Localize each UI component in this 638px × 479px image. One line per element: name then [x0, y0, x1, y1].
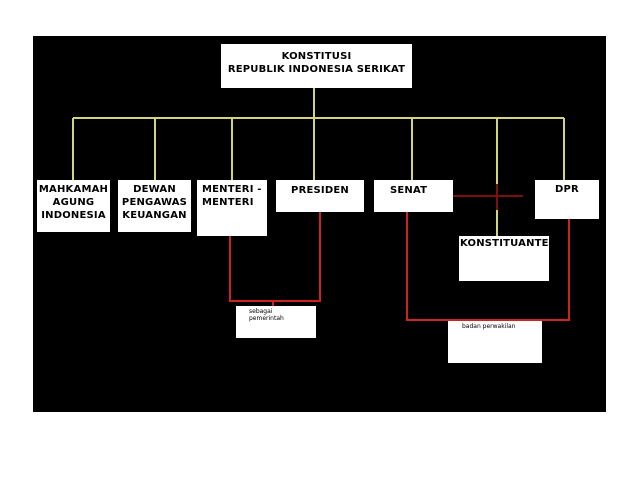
- presiden-label: PRESIDEN: [291, 185, 349, 196]
- konstituante-box: KONSTITUANTE: [459, 236, 549, 281]
- mahkamah-line-3: INDONESIA: [41, 210, 106, 221]
- dewan-pengawas-box: DEWAN PENGAWAS KEUANGAN: [118, 180, 191, 232]
- senat-box: SENAT: [374, 180, 453, 212]
- menteri-line-1: MENTERI -: [202, 184, 262, 195]
- dewan-line-2: PENGAWAS: [121, 197, 188, 208]
- perwakilan-note: badan perwakilan: [448, 321, 542, 363]
- konstitusi-box: KONSTITUSI REPUBLIK INDONESIA SERIKAT: [221, 44, 412, 88]
- konstitusi-line-2: REPUBLIK INDONESIA SERIKAT: [227, 64, 406, 75]
- relation-perwakilan: [406, 212, 570, 321]
- pemerintah-note: sebagai pemerintah: [236, 306, 316, 338]
- cross-mark: [453, 184, 523, 210]
- mahkamah-line-1: MAHKAMAH: [38, 184, 109, 195]
- diagram-canvas: KONSTITUSI REPUBLIK INDONESIA SERIKAT MA…: [33, 36, 606, 412]
- menteri-line-2: MENTERI: [202, 197, 254, 208]
- konstituante-label: KONSTITUANTE: [460, 238, 549, 249]
- dewan-line-1: DEWAN: [133, 184, 176, 195]
- presiden-box: PRESIDEN: [276, 180, 364, 212]
- dewan-line-3: KEUANGAN: [122, 210, 187, 221]
- dpr-box: DPR: [535, 180, 599, 219]
- connector-lines: [72, 88, 570, 321]
- pemerintah-line-2: pemerintah: [249, 315, 284, 322]
- menteri-box: MENTERI - MENTERI: [197, 180, 267, 236]
- konstitusi-line-1: KONSTITUSI: [281, 51, 352, 62]
- senat-label: SENAT: [390, 185, 428, 196]
- dpr-label: DPR: [555, 184, 579, 195]
- pemerintah-line-1: sebagai: [249, 308, 273, 315]
- mahkamah-line-2: AGUNG: [52, 197, 95, 208]
- mahkamah-agung-box: MAHKAMAH AGUNG INDONESIA: [37, 180, 110, 232]
- relation-pemerintah: [229, 212, 321, 302]
- perwakilan-line-1: badan perwakilan: [462, 323, 516, 330]
- hierarchy-connectors: [72, 88, 565, 236]
